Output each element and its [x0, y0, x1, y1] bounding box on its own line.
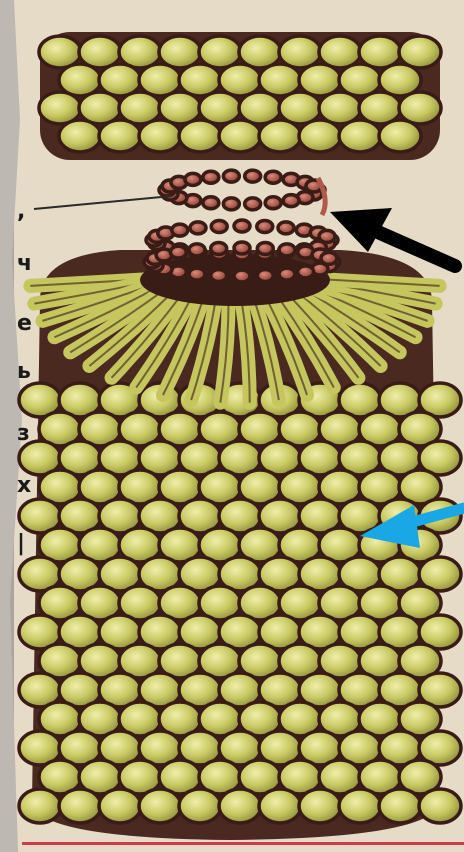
- body-bead: [379, 789, 421, 823]
- margin-glyph: е: [17, 311, 32, 336]
- margin-glyph: ч: [17, 251, 32, 276]
- neck-bead: [223, 170, 239, 182]
- neck-bead: [257, 270, 273, 282]
- body-bead: [139, 789, 181, 823]
- body-bead: [99, 789, 141, 823]
- body-bead: [259, 789, 301, 823]
- body-bead: [299, 789, 341, 823]
- body-bead: [219, 789, 261, 823]
- neck-bead: [211, 220, 227, 232]
- bottom-rule: [22, 842, 464, 845]
- margin-glyph: ь: [17, 359, 31, 384]
- neck-bead: [298, 266, 314, 278]
- margin-glyph: ,: [17, 199, 25, 224]
- neck-bead: [203, 197, 219, 209]
- cap-bead: [179, 120, 221, 152]
- neck-bead: [170, 246, 186, 258]
- neck-bead: [265, 171, 281, 183]
- cap-bead: [219, 120, 261, 152]
- neck-bead: [185, 173, 201, 185]
- neck-bead: [189, 244, 205, 256]
- neck-bead: [321, 252, 337, 264]
- neck-bead: [279, 268, 295, 280]
- neck-bead: [257, 220, 273, 232]
- neck-bead: [234, 220, 250, 232]
- neck-bead: [279, 244, 295, 256]
- neck-bead: [189, 268, 205, 280]
- body-bead: [59, 789, 101, 823]
- neck-bead: [278, 222, 294, 234]
- cap-bead: [139, 120, 181, 152]
- neck-bead: [245, 198, 261, 210]
- cap-bead: [59, 120, 101, 152]
- neck-bead: [211, 270, 227, 282]
- neck-bead: [234, 242, 250, 254]
- bottle-body: [19, 250, 461, 840]
- margin-glyph: х: [17, 473, 31, 498]
- neck-bead: [223, 198, 239, 210]
- neck-bead: [203, 171, 219, 183]
- neck-bead: [211, 242, 227, 254]
- cap-bead: [99, 120, 141, 152]
- cap-bead: [299, 120, 341, 152]
- neck-bead: [190, 222, 206, 234]
- body-bead: [419, 789, 461, 823]
- neck-bead: [319, 230, 335, 242]
- bottle-cap: [39, 32, 441, 160]
- body-bead: [339, 789, 381, 823]
- cap-bead: [259, 120, 301, 152]
- neck-bead: [245, 170, 261, 182]
- body-bead: [179, 789, 221, 823]
- neck-bead: [257, 242, 273, 254]
- margin-glyph: |: [17, 531, 25, 556]
- body-bead: [19, 789, 61, 823]
- cap-bead: [339, 120, 381, 152]
- margin-glyph: з: [17, 421, 30, 446]
- neck-bead: [172, 224, 188, 236]
- neck-bead: [265, 197, 281, 209]
- cap-bead: [379, 120, 421, 152]
- neck-bead: [234, 270, 250, 282]
- neck-bead: [283, 195, 299, 207]
